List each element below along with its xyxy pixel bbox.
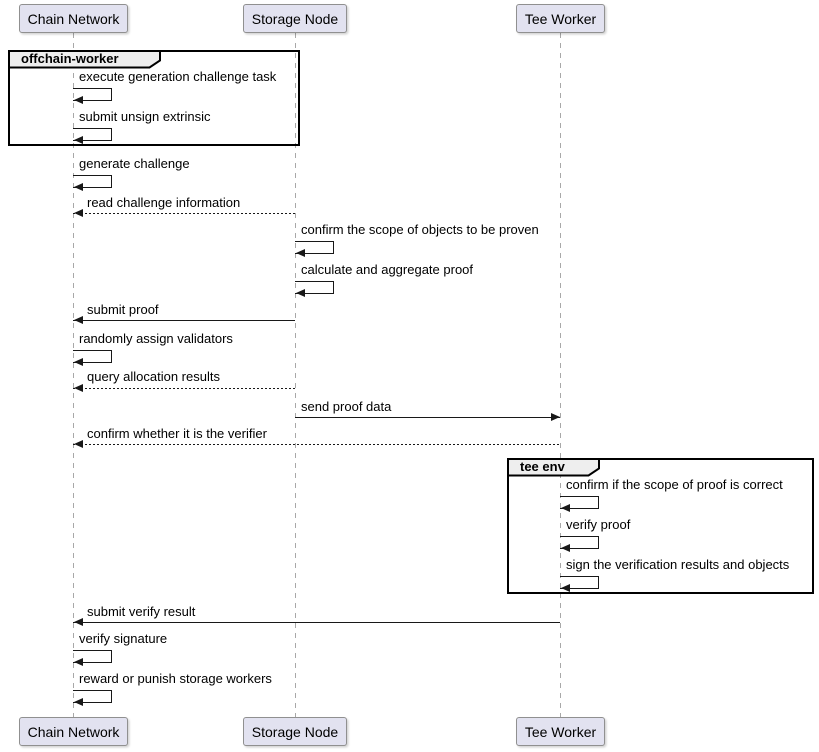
message-label: execute generation challenge task [79, 69, 277, 84]
arrowhead-icon [296, 289, 305, 297]
arrowhead-icon [74, 209, 83, 217]
message-label: reward or punish storage workers [79, 671, 272, 686]
self-arrow [73, 690, 112, 703]
lifeline-chain-network [73, 33, 74, 717]
arrowhead-icon [74, 618, 83, 626]
message-label: submit unsign extrinsic [79, 109, 211, 124]
self-arrow [73, 175, 112, 188]
lifeline-storage-node [295, 33, 296, 717]
message-label: send proof data [301, 399, 392, 414]
message-label: confirm the scope of objects to be prove… [301, 222, 539, 237]
self-arrow [295, 241, 334, 254]
message-label: query allocation results [87, 369, 220, 384]
arrowhead-icon [74, 96, 83, 104]
message-label: generate challenge [79, 156, 190, 171]
message-label: submit proof [87, 302, 159, 317]
self-arrow [73, 128, 112, 141]
message-line [73, 320, 295, 321]
participant-tee-worker-bottom: Tee Worker [516, 717, 605, 746]
participant-tee-worker-top: Tee Worker [516, 4, 605, 33]
arrowhead-icon [296, 249, 305, 257]
arrowhead-icon [74, 440, 83, 448]
message-label: randomly assign validators [79, 331, 233, 346]
self-arrow [560, 576, 599, 589]
message-label: verify proof [566, 517, 631, 532]
self-arrow [560, 536, 599, 549]
frame-tee-env-label-shape [507, 458, 600, 477]
arrowhead-icon [561, 504, 570, 512]
frame-offchain-worker-label: offchain-worker [21, 51, 119, 66]
lifeline-tee-worker [560, 33, 561, 717]
arrowhead-icon [74, 183, 83, 191]
frame-tee-env-label: tee env [520, 459, 565, 474]
participant-storage-node-top: Storage Node [243, 4, 347, 33]
message-label: submit verify result [87, 604, 196, 619]
arrowhead-icon [561, 584, 570, 592]
participant-chain-network-bottom: Chain Network [19, 717, 128, 746]
self-arrow [73, 350, 112, 363]
message-label: verify signature [79, 631, 168, 646]
arrowhead-icon [74, 136, 83, 144]
message-line [73, 444, 560, 445]
message-label: confirm whether it is the verifier [87, 426, 267, 441]
message-label: sign the verification results and object… [566, 557, 790, 572]
arrowhead-icon [74, 316, 83, 324]
arrowhead-icon [74, 658, 83, 666]
message-line [295, 417, 560, 418]
message-line [73, 388, 295, 389]
message-line [73, 213, 295, 214]
arrowhead-icon [74, 358, 83, 366]
participant-chain-network-top: Chain Network [19, 4, 128, 33]
arrowhead-icon [551, 413, 560, 421]
arrowhead-icon [74, 698, 83, 706]
frame-tee-env [507, 458, 814, 594]
self-arrow [73, 650, 112, 663]
arrowhead-icon [561, 544, 570, 552]
participant-storage-node-bottom: Storage Node [243, 717, 347, 746]
message-label: read challenge information [87, 195, 241, 210]
frame-offchain-worker-label-shape [8, 50, 161, 69]
message-line [73, 622, 560, 623]
self-arrow [73, 88, 112, 101]
arrowhead-icon [74, 384, 83, 392]
self-arrow [295, 281, 334, 294]
message-label: confirm if the scope of proof is correct [566, 477, 783, 492]
message-label: calculate and aggregate proof [301, 262, 474, 277]
self-arrow [560, 496, 599, 509]
